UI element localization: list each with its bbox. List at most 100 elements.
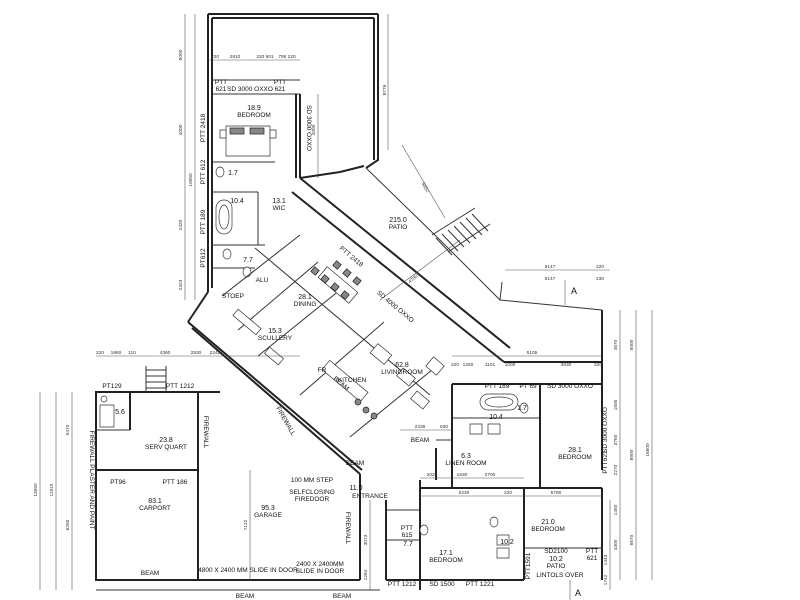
- firewall-label: FIREWALL: [202, 416, 209, 449]
- dim-text: 16600: [645, 443, 651, 457]
- diagonal-wing-walls: [188, 166, 510, 474]
- room-name: LINEN ROOM: [445, 460, 486, 467]
- room-name: DINING: [294, 301, 317, 308]
- left-wing-dimensions: 220 1860 110 4360 2530 2242 13550 11915 …: [33, 350, 300, 590]
- section-marker-label: A: [575, 588, 581, 598]
- dim-text: 4000: [178, 124, 184, 135]
- room-area: 18.9: [247, 105, 261, 112]
- room-name: LIVINGROOM: [381, 369, 423, 376]
- dim-text: 220: [594, 362, 602, 368]
- right-wing-walls: [386, 310, 602, 590]
- room-area: 95.3: [261, 505, 275, 512]
- door-label: SD2100: [544, 548, 568, 555]
- toilet-icon: [215, 166, 252, 278]
- bathtub-icon: [216, 200, 232, 234]
- sofa-icon: [370, 344, 444, 409]
- firewall-label: FIREWALL: [344, 512, 351, 545]
- dim-text: 6147: [545, 276, 556, 282]
- room-name: SCULLERY: [258, 335, 293, 342]
- step-label: 100 MM STEP: [291, 477, 333, 484]
- room-name: WIC: [273, 205, 286, 212]
- fr-label: FR: [318, 367, 327, 374]
- room-area: 23.8: [159, 437, 173, 444]
- right-wing-dimensions: 5105 220 1250 1101 1000 3630 220 2436 63…: [363, 310, 652, 590]
- door-label: 4800 X 2400 MM SLIDE IN DOOR: [198, 567, 298, 574]
- ptt-label: PTT 189: [485, 383, 510, 390]
- room-name: SERV QUART: [145, 444, 187, 451]
- dim-text: 6670: [629, 534, 635, 545]
- room-area: 10.2: [500, 539, 514, 546]
- dim-text: 4360: [160, 350, 171, 356]
- ptt-label: 621: [587, 555, 598, 562]
- room-area: 215.0: [389, 217, 407, 224]
- serv-bath-icons: [100, 395, 114, 427]
- dim-text: 220: [451, 362, 459, 368]
- ptt-label: PTT: [401, 525, 413, 532]
- kitchen-label: KITCHEN: [338, 377, 367, 384]
- room-name: BEDROOM: [558, 454, 592, 461]
- right-bath-icons: [419, 394, 529, 558]
- dim-text: 5000: [178, 49, 184, 60]
- dim-text: 1830: [457, 472, 468, 478]
- door-label: SD 1500: [429, 581, 455, 588]
- room-area: 28.1: [568, 447, 582, 454]
- firedoor-label: FIREDOOR: [295, 496, 330, 503]
- room-name: BEDROOM: [237, 112, 271, 119]
- dim-text: 2436: [415, 424, 426, 430]
- room-name: PATIO: [389, 224, 408, 231]
- room-area: 17.1: [439, 550, 453, 557]
- ptt-label: PTT 2418: [338, 245, 365, 269]
- room-name: PATIO: [547, 563, 566, 570]
- dim-text: 220: [96, 350, 104, 356]
- section-marker-label: A: [571, 286, 577, 296]
- ptt-label: PT 69: [519, 383, 537, 390]
- beam-label: BEAM: [346, 460, 364, 467]
- beam-label: BEAM: [236, 593, 254, 600]
- selfclosing-label: SELFCLOSING: [289, 489, 335, 496]
- room-area: 1.7: [517, 405, 527, 412]
- ptt-label: 615: [402, 532, 413, 539]
- room-area: 62.8: [395, 362, 409, 369]
- dim-text: 1000: [505, 362, 516, 368]
- dim-text: 4000: [311, 124, 317, 135]
- ptt-label: 621: [275, 86, 286, 93]
- door-label: 2400 X 2400MM: [296, 561, 344, 568]
- dim-text: 10050: [188, 173, 194, 187]
- dim-text: 1101: [485, 362, 496, 368]
- dim-text: 5470: [65, 424, 71, 435]
- north-wing-dimensions: 220 2910 220 901 795 220 5000 4000 2420 …: [178, 14, 388, 300]
- door-label: SD 4000 OXXO: [375, 289, 415, 324]
- section-marker-bottom: A: [570, 580, 581, 600]
- dim-text: 1284: [363, 569, 369, 580]
- dim-text: 220: [211, 54, 219, 60]
- room-area: 10.4: [230, 198, 244, 205]
- dim-text: 1250: [463, 362, 474, 368]
- room-area: 6.3: [461, 453, 471, 460]
- dim-text: 5000: [629, 339, 635, 350]
- dim-text: 1450: [613, 504, 619, 515]
- ptt-label: PTT 186: [163, 479, 188, 486]
- dim-text: 4780: [407, 273, 419, 285]
- dim-text: 220: [504, 490, 512, 496]
- dim-text: 110: [128, 350, 136, 356]
- ptt-label: PTT 189: [200, 209, 207, 234]
- dim-text: 230: [596, 276, 604, 282]
- dim-text: 1742: [603, 574, 609, 585]
- dim-text: 220 901: [256, 54, 274, 60]
- ptt-label: PTT: [586, 548, 598, 555]
- ptt-label: PTT 612: [200, 159, 207, 184]
- dim-text: 3760: [613, 434, 619, 445]
- dim-text: 1443: [603, 554, 609, 565]
- dim-text: 630: [440, 424, 448, 430]
- room-name: GARAGE: [254, 512, 282, 519]
- door-label: SD 3000 OXXO: [547, 383, 593, 390]
- beam-label: BEAM: [141, 570, 159, 577]
- room-area: 83.1: [148, 498, 162, 505]
- door-label: SD 3000 OXXO: [305, 105, 312, 151]
- room-area: 21.0: [541, 519, 555, 526]
- dim-text: 1500: [613, 399, 619, 410]
- room-area: 5.6: [115, 409, 125, 416]
- ptt-label: PTT 1221: [466, 581, 495, 588]
- room-name: CARPORT: [139, 505, 171, 512]
- door-label: SLIDE IN DOOR: [296, 568, 345, 575]
